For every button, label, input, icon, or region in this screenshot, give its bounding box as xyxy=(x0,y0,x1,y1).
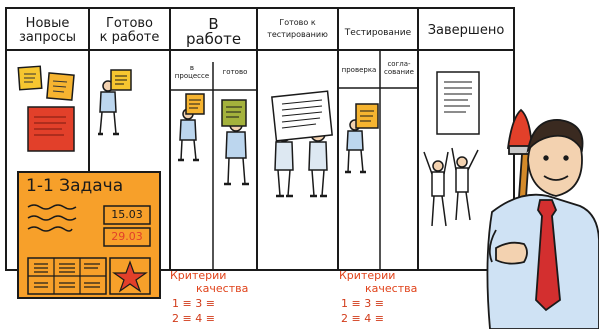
sub-column-title-in-process: в процессе xyxy=(174,64,210,80)
column-title-testing: Тестирование xyxy=(338,26,418,40)
column-title-line: запросы xyxy=(19,30,76,45)
column-title-line: Новые xyxy=(25,16,70,31)
column-title-line: Готово xyxy=(105,16,154,31)
column-title-line: тестированию xyxy=(267,30,328,39)
task-end-date: 29.03 xyxy=(111,230,143,243)
painter-man xyxy=(486,108,599,329)
column-title-ready-for-work: Готово к работе xyxy=(89,17,170,45)
completed-document xyxy=(436,71,480,135)
criteria-subtitle: качества xyxy=(196,282,249,295)
sub-column-title-done: готово xyxy=(222,68,248,76)
column-title-line: Готово к xyxy=(279,18,316,27)
column-title-new-requests: Новые запросы xyxy=(6,17,89,45)
sub-column-title-check: проверка xyxy=(341,66,377,74)
column-title-line: В xyxy=(208,15,219,33)
criteria-row: 2 ≡ 4 ≡ xyxy=(341,312,384,325)
criteria-row: 1 ≡ 3 ≡ xyxy=(341,297,384,310)
task-card xyxy=(17,171,161,299)
sticky-note-urgent xyxy=(27,106,75,152)
people-carrying-document xyxy=(271,90,333,198)
column-title-in-progress: В работе xyxy=(170,17,257,47)
criteria-title: Критерии xyxy=(339,269,396,282)
person-holding-note xyxy=(345,103,379,174)
sub-column-title-approval: согла-сование xyxy=(384,60,414,76)
criteria-subtitle: качества xyxy=(365,282,418,295)
column-title-done: Завершено xyxy=(418,24,514,38)
criteria-row: 2 ≡ 4 ≡ xyxy=(172,312,215,325)
person-holding-note xyxy=(98,69,132,136)
column-title-line: к работе xyxy=(99,30,160,45)
task-card-title: 1-1 Задача xyxy=(26,176,124,196)
sticky-note xyxy=(46,72,75,101)
person-holding-note xyxy=(221,99,249,186)
criteria-row: 1 ≡ 3 ≡ xyxy=(172,297,215,310)
column-title-line: Завершено xyxy=(427,23,505,38)
column-title-line: Тестирование xyxy=(344,28,412,38)
column-title-ready-for-testing: Готово к тестированию xyxy=(257,17,338,41)
task-start-date: 15.03 xyxy=(111,208,143,221)
cheering-people xyxy=(423,147,479,227)
criteria-title: Критерии xyxy=(170,269,227,282)
column-title-line: работе xyxy=(185,30,242,48)
sticky-note xyxy=(17,65,43,91)
star-icon xyxy=(112,260,148,293)
person-holding-note xyxy=(178,93,205,162)
